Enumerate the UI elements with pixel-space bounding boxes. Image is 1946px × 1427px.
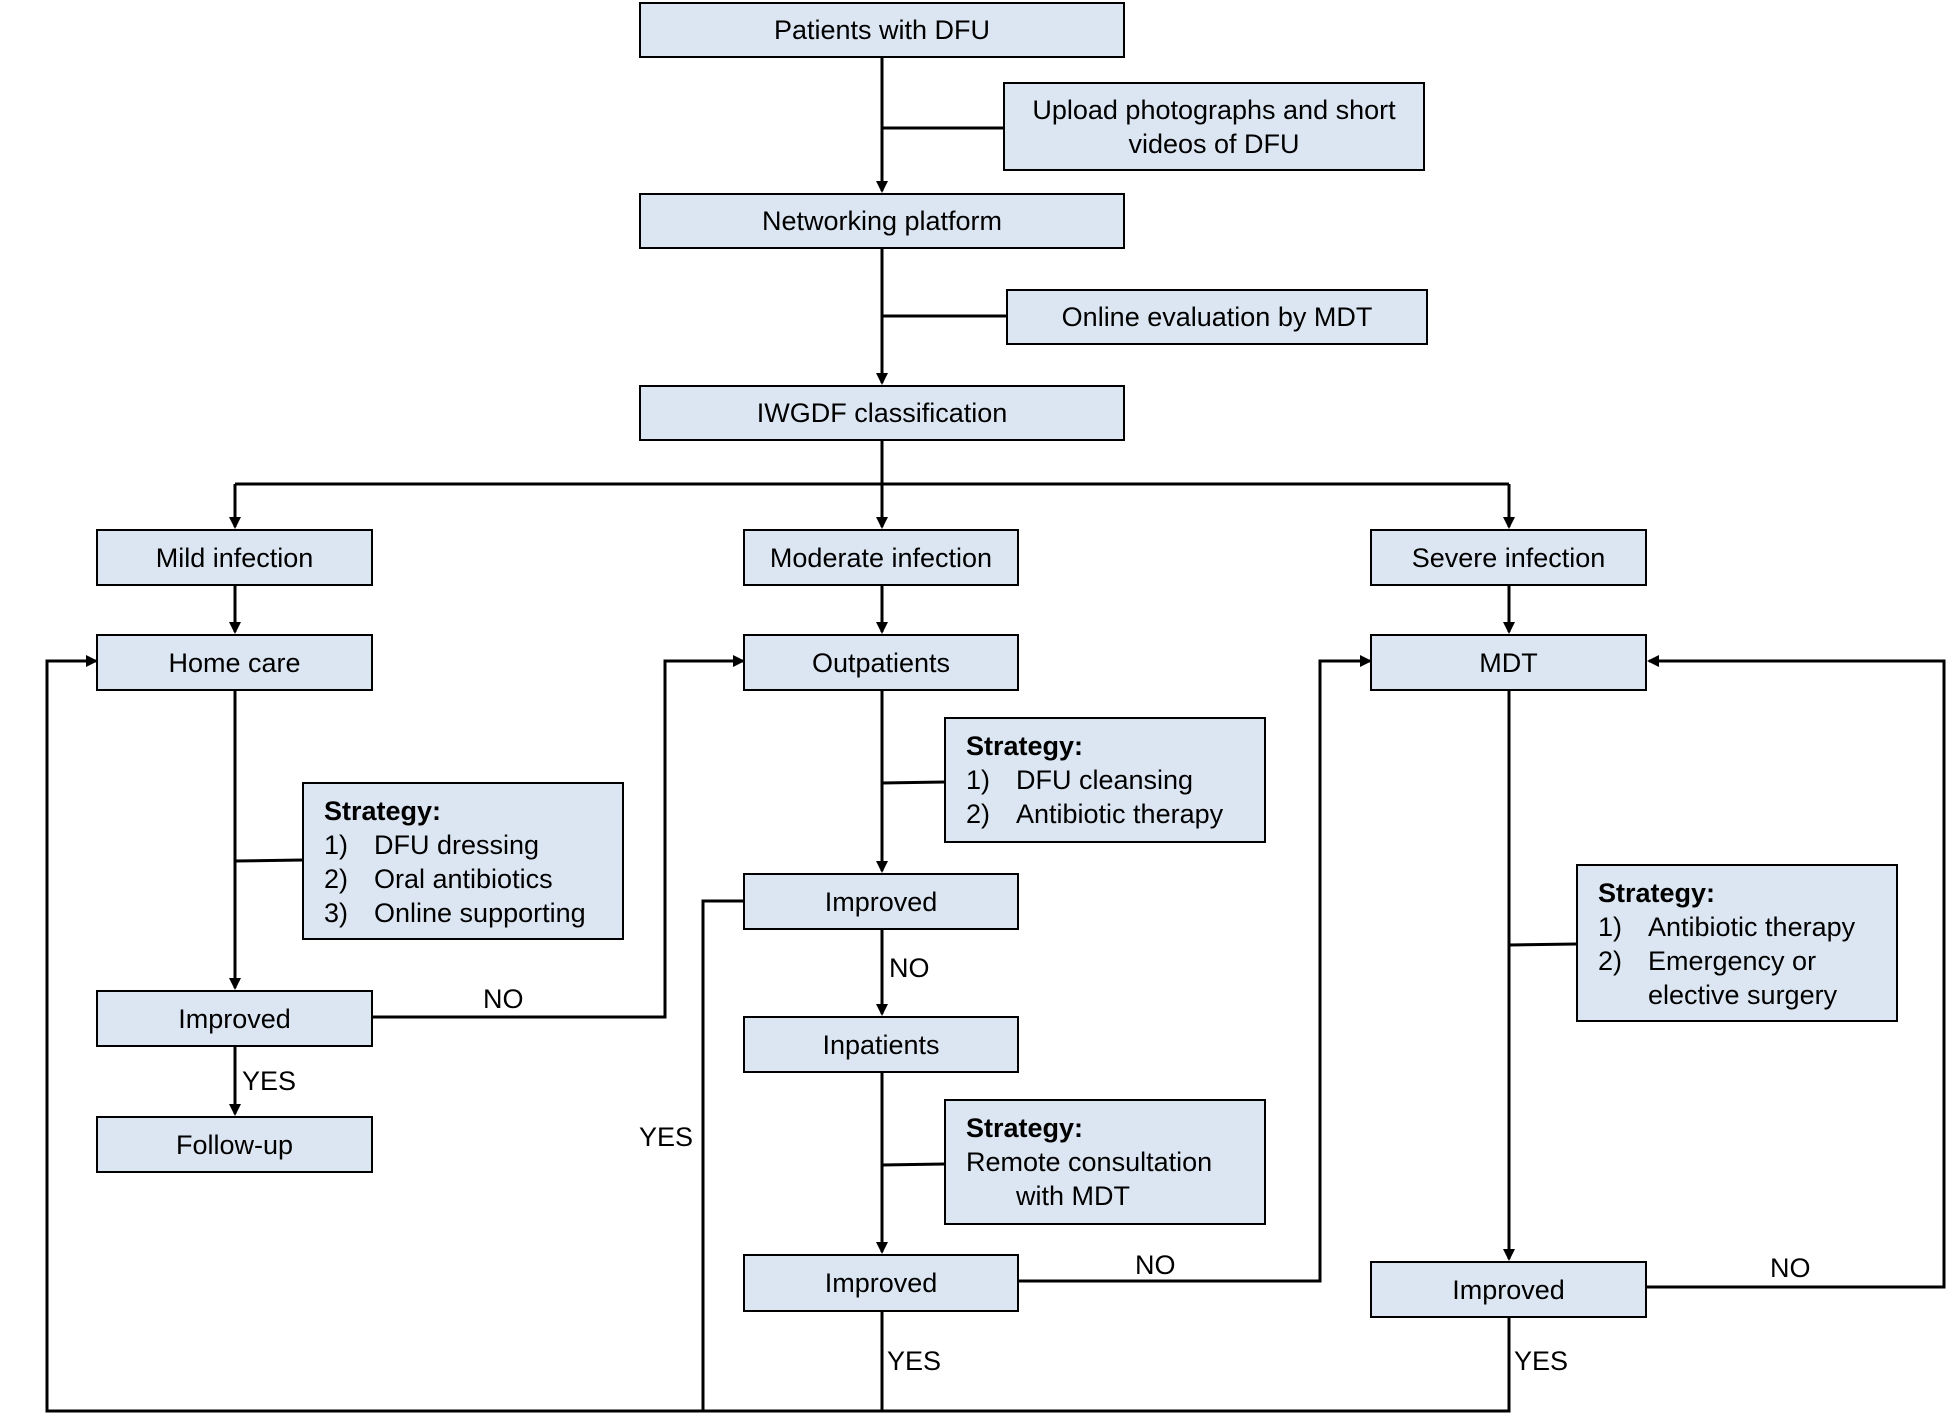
edge-label-yes-severe: YES xyxy=(1514,1346,1569,1376)
upload-label-line1: Upload photographs and short xyxy=(1032,94,1396,125)
networking-box: Networking platform xyxy=(639,193,1125,249)
inpatients-label: Inpatients xyxy=(822,1029,940,1060)
moderate-strategy-item: 1)DFU cleansing xyxy=(966,765,1194,795)
moderate-infection-box: Moderate infection xyxy=(743,529,1019,586)
edge-severe-strategy-connector xyxy=(1508,942,1578,947)
edge-return-homecare xyxy=(45,655,1511,1413)
followup-label: Follow-up xyxy=(175,1129,294,1160)
edge-label-no-mild: NO xyxy=(483,984,524,1014)
edge-moderate-strategy-connector xyxy=(881,780,946,785)
mild-infection-box: Mild infection xyxy=(96,529,373,586)
edge-inpatient-strategy-connector xyxy=(881,1162,946,1167)
severe-strategy-item: 2)Emergency or xyxy=(1598,946,1817,976)
iwgdf-box: IWGDF classification xyxy=(639,385,1125,441)
home-care-label: Home care xyxy=(168,647,301,678)
outpatient-improved-label: Improved xyxy=(824,886,938,917)
mdt-label: MDT xyxy=(1479,647,1538,678)
patients-box: Patients with DFU xyxy=(639,2,1125,58)
edge-severe-no-mdt xyxy=(1645,655,1946,1289)
edge-label-yes-mild: YES xyxy=(242,1066,297,1096)
networking-label: Networking platform xyxy=(761,206,1003,236)
severe-infection-label: Severe infection xyxy=(1411,542,1606,573)
severe-strategy-item: elective surgery xyxy=(1648,980,1838,1010)
inpatient-improved-box: Improved xyxy=(743,1254,1019,1312)
mild-strategy-item: 3)Online supporting xyxy=(324,898,586,928)
outpatients-label: Outpatients xyxy=(811,647,951,678)
upload-box: Upload photographs and short videos of D… xyxy=(1003,82,1425,171)
edge-label-yes-outpatient: YES xyxy=(639,1122,694,1152)
edge-mild-strategy-connector xyxy=(234,858,304,863)
followup-box: Follow-up xyxy=(96,1116,373,1173)
moderate-strategy-title: Strategy: xyxy=(966,731,1084,761)
outpatient-improved-box: Improved xyxy=(743,873,1019,930)
edge-outpatient-yes xyxy=(701,899,743,1411)
edge-mild-no-outpatients xyxy=(373,655,745,1019)
mild-strategy-box: Strategy: 1)DFU dressing 2)Oral antibiot… xyxy=(302,782,624,940)
inpatient-strategy-line: Remote consultation xyxy=(966,1147,1213,1177)
mild-improved-label: Improved xyxy=(178,1003,291,1034)
severe-strategy-title: Strategy: xyxy=(1598,878,1716,908)
mild-infection-label: Mild infection xyxy=(155,542,314,573)
online-eval-label: Online evaluation by MDT xyxy=(1061,302,1373,332)
outpatients-box: Outpatients xyxy=(743,634,1019,691)
moderate-infection-label: Moderate infection xyxy=(769,542,993,573)
patients-label: Patients with DFU xyxy=(773,15,991,45)
severe-strategy-box: Strategy: 1)Antibiotic therapy 2)Emergen… xyxy=(1576,864,1898,1022)
mild-strategy-item: 1)DFU dressing xyxy=(324,830,540,860)
inpatients-box: Inpatients xyxy=(743,1016,1019,1073)
inpatient-strategy-title: Strategy: xyxy=(966,1113,1084,1143)
mdt-box: MDT xyxy=(1370,634,1647,691)
inpatient-improved-label: Improved xyxy=(824,1268,938,1298)
moderate-strategy-box: Strategy: 1)DFU cleansing 2)Antibiotic t… xyxy=(944,717,1266,843)
upload-label-line2: videos of DFU xyxy=(1128,128,1300,159)
online-eval-box: Online evaluation by MDT xyxy=(1006,289,1428,345)
home-care-box: Home care xyxy=(96,634,373,691)
severe-improved-label: Improved xyxy=(1452,1274,1565,1305)
iwgdf-label: IWGDF classification xyxy=(756,398,1008,428)
edge-label-yes-inpatient: YES xyxy=(887,1346,942,1376)
inpatient-strategy-box: Strategy: Remote consultation with MDT xyxy=(944,1099,1266,1225)
edge-label-no-severe: NO xyxy=(1770,1253,1811,1283)
edge-inpatient-no-mdt xyxy=(1019,655,1372,1283)
mild-improved-box: Improved xyxy=(96,990,373,1047)
severe-improved-box: Improved xyxy=(1370,1261,1647,1318)
edge-label-no-outpatient: NO xyxy=(889,953,930,983)
severe-infection-box: Severe infection xyxy=(1370,529,1647,586)
moderate-strategy-item: 2)Antibiotic therapy xyxy=(966,799,1224,829)
mild-strategy-title: Strategy: xyxy=(324,796,442,826)
severe-strategy-item: 1)Antibiotic therapy xyxy=(1598,912,1856,942)
edge-label-no-inpatient: NO xyxy=(1135,1250,1176,1280)
inpatient-strategy-line: with MDT xyxy=(1016,1181,1130,1211)
mild-strategy-item: 2)Oral antibiotics xyxy=(324,864,553,894)
